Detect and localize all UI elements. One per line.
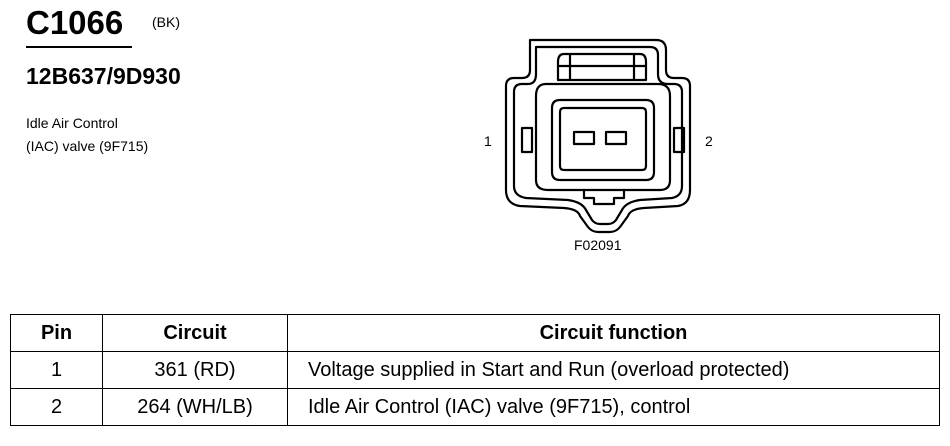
terminal-insert [558, 106, 648, 172]
title-underline [26, 46, 132, 48]
cell-circuit: 264 (WH/LB) [102, 388, 288, 426]
description-line-1: Idle Air Control [26, 115, 118, 131]
pin-1-label: 1 [484, 133, 492, 149]
pin-2-label: 2 [705, 133, 713, 149]
terminal-pin-2 [604, 130, 628, 146]
cell-pin: 2 [10, 388, 103, 426]
terminal-pin-1 [572, 130, 596, 146]
cell-function: Voltage supplied in Start and Run (overl… [287, 351, 940, 389]
description-line-2: (IAC) valve (9F715) [26, 138, 149, 154]
connector-face-diagram [504, 38, 692, 234]
connector-outer-housing [504, 38, 692, 234]
column-header-pin: Pin [10, 314, 103, 352]
cell-pin: 1 [10, 351, 103, 389]
color-code: (BK) [152, 14, 180, 30]
cell-function: Idle Air Control (IAC) valve (9F715), co… [287, 388, 940, 426]
connector-id: C1066 [26, 4, 124, 41]
part-number: 12B637/9D930 [26, 63, 181, 89]
figure-id: F02091 [574, 237, 622, 253]
table-row: 2 264 (WH/LB) Idle Air Control (IAC) val… [10, 388, 940, 426]
side-notch-right [672, 126, 686, 154]
bottom-key [582, 190, 626, 206]
side-notch-left [520, 126, 534, 154]
connector-seal [534, 82, 672, 192]
pinout-table: Pin Circuit Circuit function 1 361 (RD) … [10, 314, 940, 426]
column-header-circuit: Circuit [102, 314, 288, 352]
table-header-row: Pin Circuit Circuit function [10, 314, 940, 352]
table-row: 1 361 (RD) Voltage supplied in Start and… [10, 351, 940, 389]
locking-tab [556, 52, 648, 82]
column-header-function: Circuit function [287, 314, 940, 352]
connector-inner-housing [512, 45, 684, 226]
cell-circuit: 361 (RD) [102, 351, 288, 389]
terminal-cavity [550, 98, 656, 182]
